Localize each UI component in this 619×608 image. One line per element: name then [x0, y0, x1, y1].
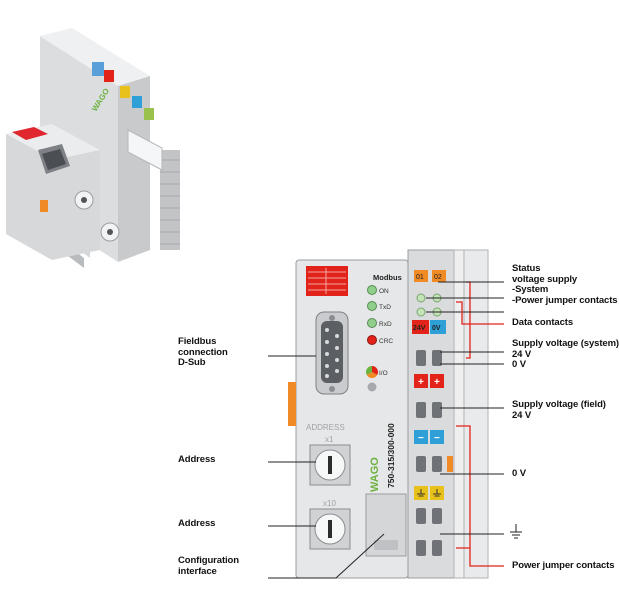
address-title: ADDRESS	[306, 423, 345, 432]
terminal-tag-0v	[430, 320, 446, 334]
terminal-plus-2	[430, 374, 444, 388]
led-txd	[367, 301, 377, 311]
status-cover-red	[306, 266, 348, 296]
io-led	[365, 366, 379, 379]
left-callout-lines	[268, 355, 385, 579]
callout-address-x10: Address	[178, 518, 216, 529]
led-label-on: ON	[379, 288, 389, 295]
plus-sign-1: +	[418, 377, 424, 388]
terminal-tag-24v	[412, 320, 429, 334]
led-crc	[367, 335, 377, 345]
callout-fieldbus: Fieldbus connection D-Sub	[178, 336, 228, 368]
brand-logo: WAGO	[369, 457, 381, 492]
callout-supply-system: Supply voltage (system) 24 V 0 V	[512, 338, 619, 370]
led-rxd	[367, 318, 377, 328]
right-callout-lines	[426, 281, 504, 535]
callout-supply-field: Supply voltage (field) 24 V	[512, 399, 606, 421]
callout-address-x1: Address	[178, 454, 216, 465]
orange-clip	[288, 382, 296, 426]
terminal-tag-02	[432, 270, 446, 282]
part-number: 750-315/300-000	[386, 423, 396, 488]
terminal-0v-label: 0V	[432, 325, 441, 332]
callout-status: Status voltage supply -System -Power jum…	[512, 263, 618, 306]
io-label: I/O	[379, 370, 388, 377]
callout-data-contacts: Data contacts	[512, 317, 573, 328]
led-on	[367, 285, 377, 295]
callout-power-jumper: Power jumper contacts	[512, 560, 615, 571]
photo-orange-clip	[40, 200, 48, 212]
terminal-tag-01	[414, 270, 428, 282]
terminal-01-label: 01	[416, 274, 424, 281]
terminal-minus-1	[414, 430, 428, 444]
callout-zero-v: 0 V	[512, 468, 526, 479]
terminal-plus-1	[414, 374, 428, 388]
terminal-02-label: 02	[434, 274, 442, 281]
led-label-rxd: RxD	[379, 321, 392, 328]
callout-config-interface: Configuration interface	[178, 555, 239, 577]
x10-label: x10	[323, 499, 336, 508]
plus-sign-2: +	[434, 377, 440, 388]
red-callout-lines	[456, 301, 504, 567]
led-label-crc: CRC	[379, 338, 393, 345]
terminal-block	[407, 249, 455, 579]
minus-sign-1: −	[418, 433, 424, 444]
led-label-txd: TxD	[379, 304, 391, 311]
photo-red-cover	[12, 127, 48, 140]
minus-sign-2: −	[434, 433, 440, 444]
terminal-minus-2	[430, 430, 444, 444]
leds-title: Modbus	[373, 273, 402, 282]
terminal-24v-label: 24V	[413, 325, 426, 332]
ground-icon	[510, 524, 522, 539]
x1-label: x1	[325, 435, 334, 444]
status-led-grey	[367, 382, 377, 392]
